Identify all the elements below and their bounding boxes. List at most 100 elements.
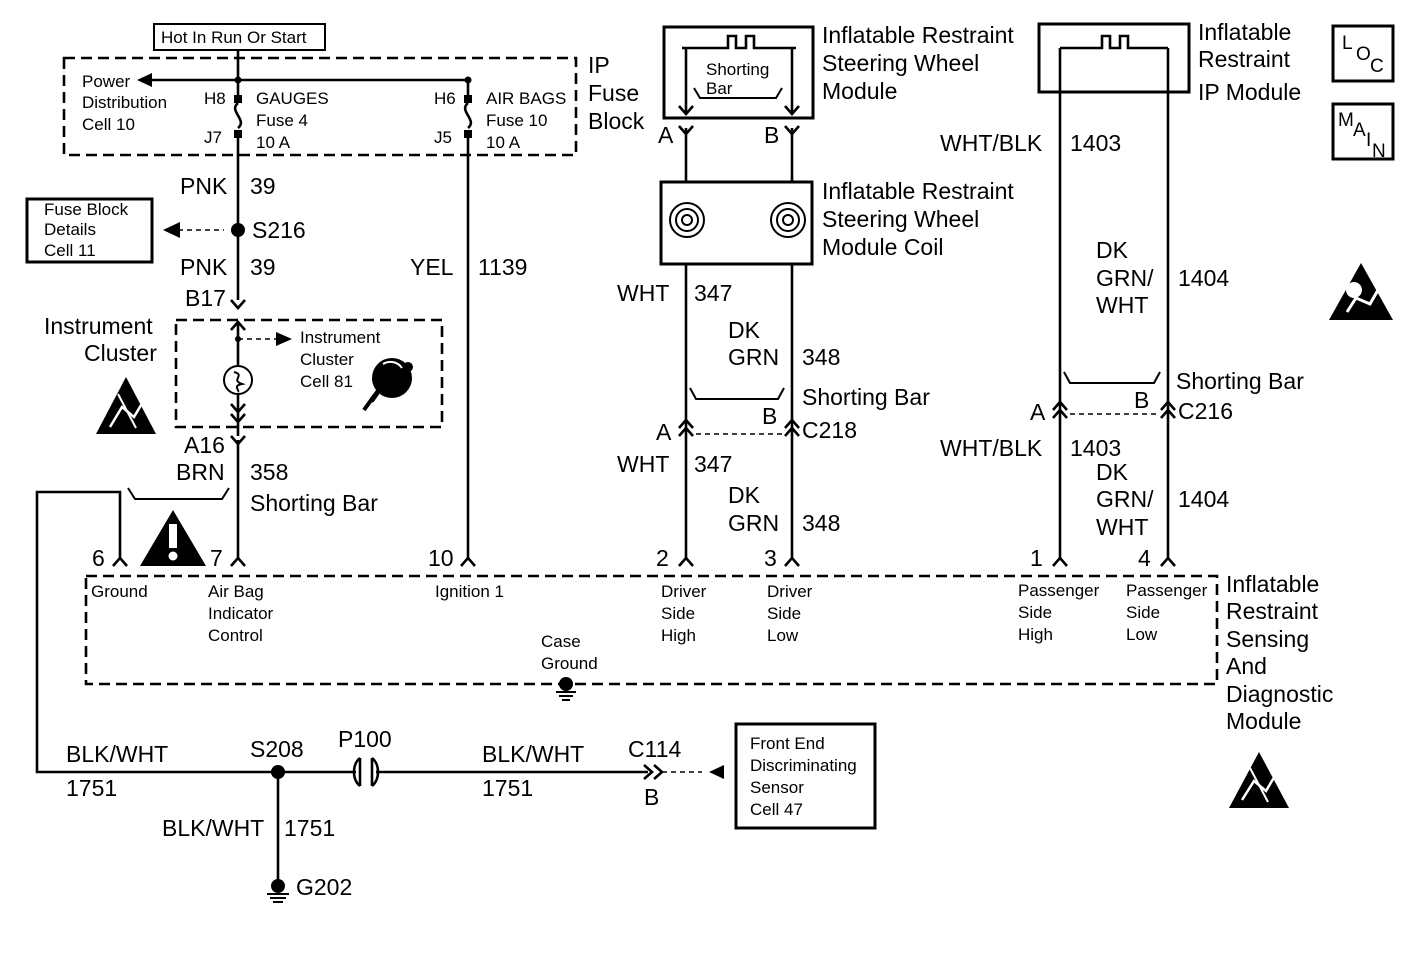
brn-358-color: BRN bbox=[176, 459, 225, 485]
sdm-pin-7-label-2: Indicator bbox=[208, 604, 274, 623]
yel-1139-color: YEL bbox=[410, 254, 454, 280]
wht-347-num-2: 347 bbox=[694, 451, 732, 477]
c114-connector-icon bbox=[643, 764, 654, 780]
whtblk-1403-color-2: WHT/BLK bbox=[940, 435, 1043, 461]
esd-warning-icon bbox=[96, 377, 156, 434]
sdm-pin-2-label-3: High bbox=[661, 626, 696, 645]
c218-a-connector-icon bbox=[678, 418, 694, 429]
dkgrn-348-color-2: GRN bbox=[728, 344, 779, 370]
ground-icon bbox=[267, 879, 289, 903]
driver-module-label-2: Steering Wheel bbox=[822, 50, 979, 76]
ip-fuse-block-label-3: Block bbox=[588, 108, 645, 134]
dkgrnwht-1404-color-2: GRN/ bbox=[1096, 265, 1154, 291]
blkwht-1751-num-left: 1751 bbox=[66, 775, 117, 801]
g202-label: G202 bbox=[296, 874, 352, 900]
driver-module-shorting-bar-icon bbox=[693, 87, 783, 99]
instrument-cluster-label-2: Cluster bbox=[84, 340, 157, 366]
dkgrn-348-num: 348 bbox=[802, 344, 840, 370]
sdm-title-4: And bbox=[1226, 653, 1267, 679]
airbag-icon bbox=[362, 358, 413, 412]
sdm-pin-7-label-1: Air Bag bbox=[208, 582, 264, 601]
cluster-out-connector-icon bbox=[230, 413, 246, 424]
airbags-label-2: Fuse 10 bbox=[486, 111, 547, 130]
sdm-pin-1-num: 1 bbox=[1030, 545, 1043, 571]
warning-triangle-icon bbox=[140, 510, 206, 566]
p100-label: P100 bbox=[338, 726, 392, 752]
cluster-ref-label-3: Cell 81 bbox=[300, 372, 353, 391]
front-sensor-box[interactable] bbox=[734, 722, 877, 830]
c114-label: C114 bbox=[628, 736, 681, 762]
cluster-out-arrow-icon bbox=[230, 403, 246, 414]
whtblk-1403-num-2: 1403 bbox=[1070, 435, 1121, 461]
c114-pin: B bbox=[644, 784, 659, 810]
sdm-pin-7-num: 7 bbox=[210, 545, 223, 571]
driver-module-connector-icon bbox=[682, 34, 796, 50]
c218-pin-b: B bbox=[762, 403, 777, 429]
fuse-block-details-arrow-icon bbox=[163, 222, 180, 238]
blkwht-1751-num-right: 1751 bbox=[482, 775, 533, 801]
driver-shorting-bar-label-2: Bar bbox=[706, 79, 733, 98]
c216-pin-b: B bbox=[1134, 387, 1149, 413]
front-sensor-label-1: Front End bbox=[750, 734, 825, 753]
pnk-39-color-2: PNK bbox=[180, 254, 228, 280]
main-letter-n: N bbox=[1372, 141, 1386, 162]
sdm-pin-3-label-2: Side bbox=[767, 604, 801, 623]
gauges-fuse-bottom-terminal bbox=[234, 130, 242, 138]
blkwht-1751-color-down: BLK/WHT bbox=[162, 815, 264, 841]
sdm-pin-3-label-3: Low bbox=[767, 626, 799, 645]
passenger-module-connector-icon bbox=[1060, 34, 1168, 50]
p100-passthrough-icon bbox=[352, 756, 380, 788]
driver-shorting-bar-icon bbox=[689, 387, 785, 400]
airbags-label-1: AIR BAGS bbox=[486, 89, 566, 108]
driver-module-box bbox=[662, 25, 815, 120]
driver-module-label-1: Inflatable Restraint bbox=[822, 22, 1014, 48]
main-letter-m: M bbox=[1338, 110, 1354, 131]
driver-coil-label-3: Module Coil bbox=[822, 234, 943, 260]
sdm-pin-4-label-2: Side bbox=[1126, 603, 1160, 622]
airbags-top-pin: H6 bbox=[434, 89, 456, 108]
dkgrnwht-1404-color-6: WHT bbox=[1096, 514, 1148, 540]
sdm-title-3: Sensing bbox=[1226, 626, 1309, 652]
sdm-pin-2-connector-icon bbox=[678, 556, 694, 567]
airbags-fuse-bottom-terminal bbox=[464, 130, 472, 138]
wht-347-num: 347 bbox=[694, 280, 732, 306]
c216-a-connector-icon bbox=[1052, 400, 1068, 411]
driver-circuit: Shorting Bar Inflatable Restraint Steeri… bbox=[617, 22, 1014, 560]
sdm-pin-1-label-3: High bbox=[1018, 625, 1053, 644]
c218-b-connector-icon bbox=[784, 418, 800, 429]
driver-shorting-bar-text: Shorting Bar bbox=[802, 384, 930, 410]
s208-label: S208 bbox=[250, 736, 304, 762]
sdm-pin-10-connector-icon bbox=[460, 556, 476, 567]
loc-letter-l: L bbox=[1342, 33, 1353, 54]
airbags-fuse-icon bbox=[463, 101, 473, 130]
c216-label: C216 bbox=[1178, 398, 1233, 424]
case-ground-label-1: Case bbox=[541, 632, 581, 651]
loc-badge[interactable]: L O C bbox=[1331, 24, 1395, 83]
b17-connector-icon bbox=[230, 299, 246, 310]
gauges-label-2: Fuse 4 bbox=[256, 111, 308, 130]
fuse-block-details-box[interactable] bbox=[25, 197, 154, 264]
gauges-fuse-top-terminal bbox=[234, 95, 242, 103]
blkwht-1751-left-wire bbox=[35, 490, 356, 774]
main-letter-i: I bbox=[1366, 130, 1371, 151]
loc-letter-o: O bbox=[1356, 44, 1371, 65]
b17-pin: B17 bbox=[185, 285, 226, 311]
dkgrnwht-1404-color-4: DK bbox=[1096, 459, 1129, 485]
blkwht-1751-color-left: BLK/WHT bbox=[66, 741, 168, 767]
dkgrnwht-1404-color-1: DK bbox=[1096, 237, 1129, 263]
sdm-title-5: Diagnostic bbox=[1226, 681, 1333, 707]
blkwht-1751-color-right: BLK/WHT bbox=[482, 741, 584, 767]
sdm-module: Inflatable Restraint Sensing And Diagnos… bbox=[84, 545, 1333, 734]
s216-label: S216 bbox=[252, 217, 306, 243]
case-ground-label-2: Ground bbox=[541, 654, 598, 673]
c218-pin-a: A bbox=[656, 419, 672, 445]
c216-b-connector-icon bbox=[1160, 400, 1176, 411]
ground-circuit: BLK/WHT 1751 S208 P100 BLK/WHT 1751 C114… bbox=[35, 490, 877, 903]
fuse-block-details-label-2: Details bbox=[44, 220, 96, 239]
sdm-pin-6-label: Ground bbox=[91, 582, 148, 601]
sdm-pin-7-label-3: Control bbox=[208, 626, 263, 645]
airbags-fuse: H6 J5 AIR BAGS Fuse 10 10 A bbox=[434, 80, 566, 152]
whtblk-1403-num: 1403 bbox=[1070, 130, 1121, 156]
main-badge[interactable]: M A I N bbox=[1331, 102, 1395, 162]
driver-coil-label-1: Inflatable Restraint bbox=[822, 178, 1014, 204]
